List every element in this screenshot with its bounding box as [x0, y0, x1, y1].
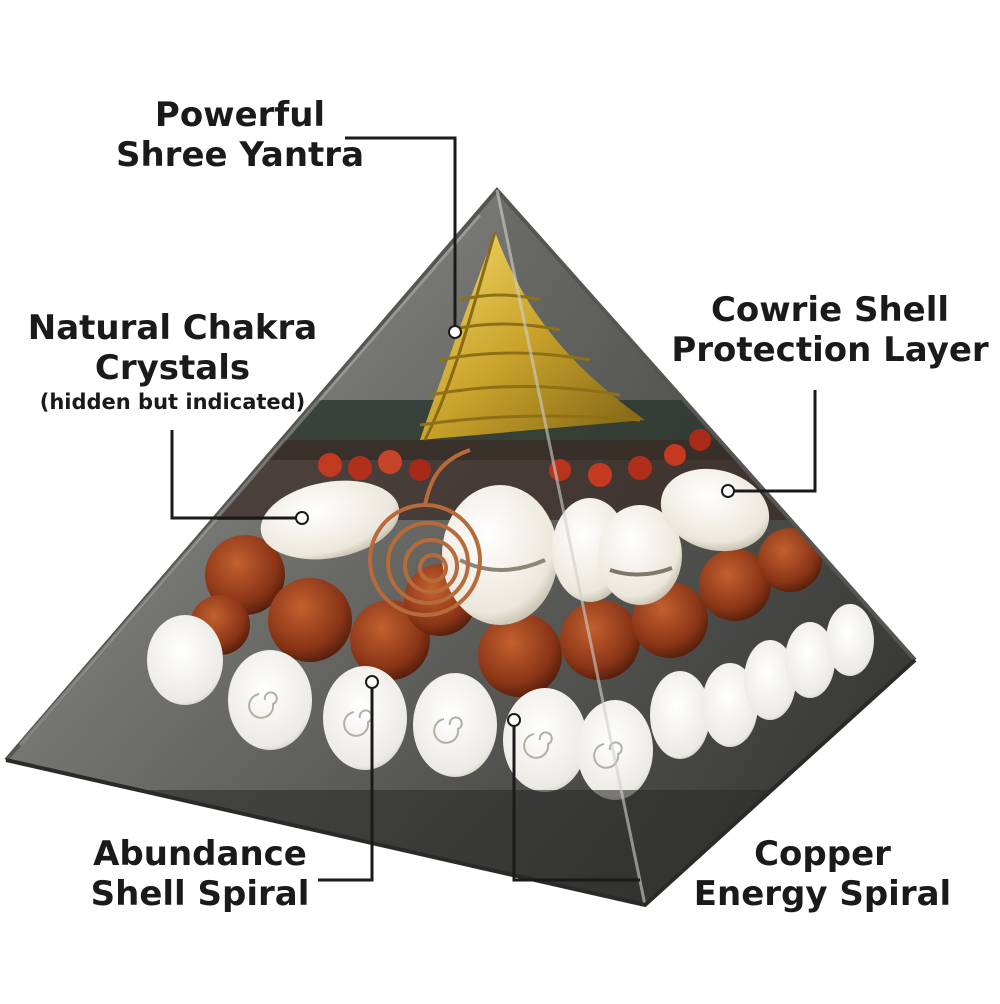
shree-yantra	[419, 231, 645, 441]
copper-spiral	[368, 448, 482, 617]
label-line: Shell Spiral	[90, 874, 310, 915]
gomti-chakra-shells	[147, 604, 874, 800]
label-line: Abundance	[93, 834, 307, 874]
label-line: Crystals	[94, 348, 251, 389]
label-line: Cowrie Shell	[710, 290, 950, 330]
label-line: Energy Spiral	[693, 874, 952, 915]
label-line: Protection Layer	[671, 330, 989, 371]
leader-lines	[170, 136, 817, 882]
leader-dots	[295, 325, 735, 727]
coral-bead-row	[318, 429, 711, 487]
label-line: Shree Yantra	[115, 135, 365, 176]
label-line: Natural Chakra	[27, 308, 318, 348]
cowrie-shells	[260, 468, 770, 625]
label-abundance-shell: Abundance Shell Spiral	[80, 834, 320, 914]
label-copper-spiral: Copper Energy Spiral	[690, 834, 955, 914]
label-line: Copper	[754, 834, 891, 874]
label-shree-yantra: Powerful Shree Yantra	[110, 95, 370, 175]
label-chakra-crystals: Natural Chakra Crystals (hidden but indi…	[25, 308, 320, 415]
label-cowrie-shell: Cowrie Shell Protection Layer	[670, 290, 990, 370]
label-note: (hidden but indicated)	[39, 390, 306, 415]
label-line: Powerful	[154, 95, 326, 135]
